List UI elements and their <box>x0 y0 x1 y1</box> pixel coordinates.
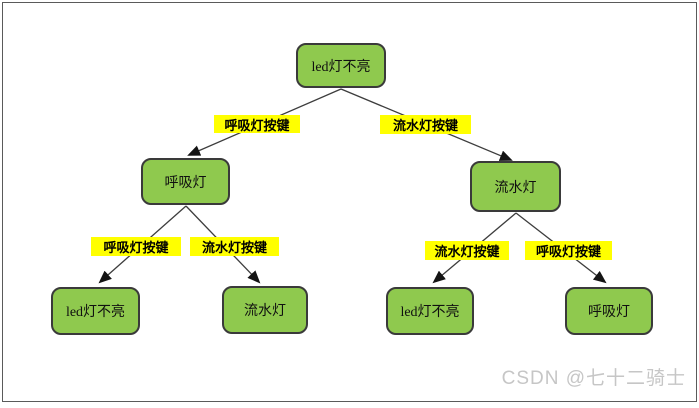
node-breathing-light: 呼吸灯 <box>141 158 230 205</box>
edge-label-breathing-ledoff: 呼吸灯按键 <box>91 237 181 256</box>
node-left-led-off: led灯不亮 <box>51 287 140 335</box>
edge-label-root-breathing: 呼吸灯按键 <box>214 115 300 133</box>
edge-label-flowing-breathing: 呼吸灯按键 <box>525 241 612 260</box>
node-left-flowing-light: 流水灯 <box>222 286 308 334</box>
edge-label-breathing-flowing: 流水灯按键 <box>190 237 279 256</box>
edge-label-root-flowing: 流水灯按键 <box>380 115 471 134</box>
node-right-breathing-light: 呼吸灯 <box>565 287 653 335</box>
node-flowing-light: 流水灯 <box>470 161 561 212</box>
edge-label-flowing-ledoff: 流水灯按键 <box>425 241 509 260</box>
diagram-canvas: led灯不亮 呼吸灯 流水灯 led灯不亮 流水灯 led灯不亮 呼吸灯 呼吸灯… <box>2 2 697 402</box>
watermark: CSDN @七十二骑士 <box>501 368 686 389</box>
node-right-led-off: led灯不亮 <box>386 287 474 335</box>
node-root-led-off: led灯不亮 <box>296 43 386 88</box>
